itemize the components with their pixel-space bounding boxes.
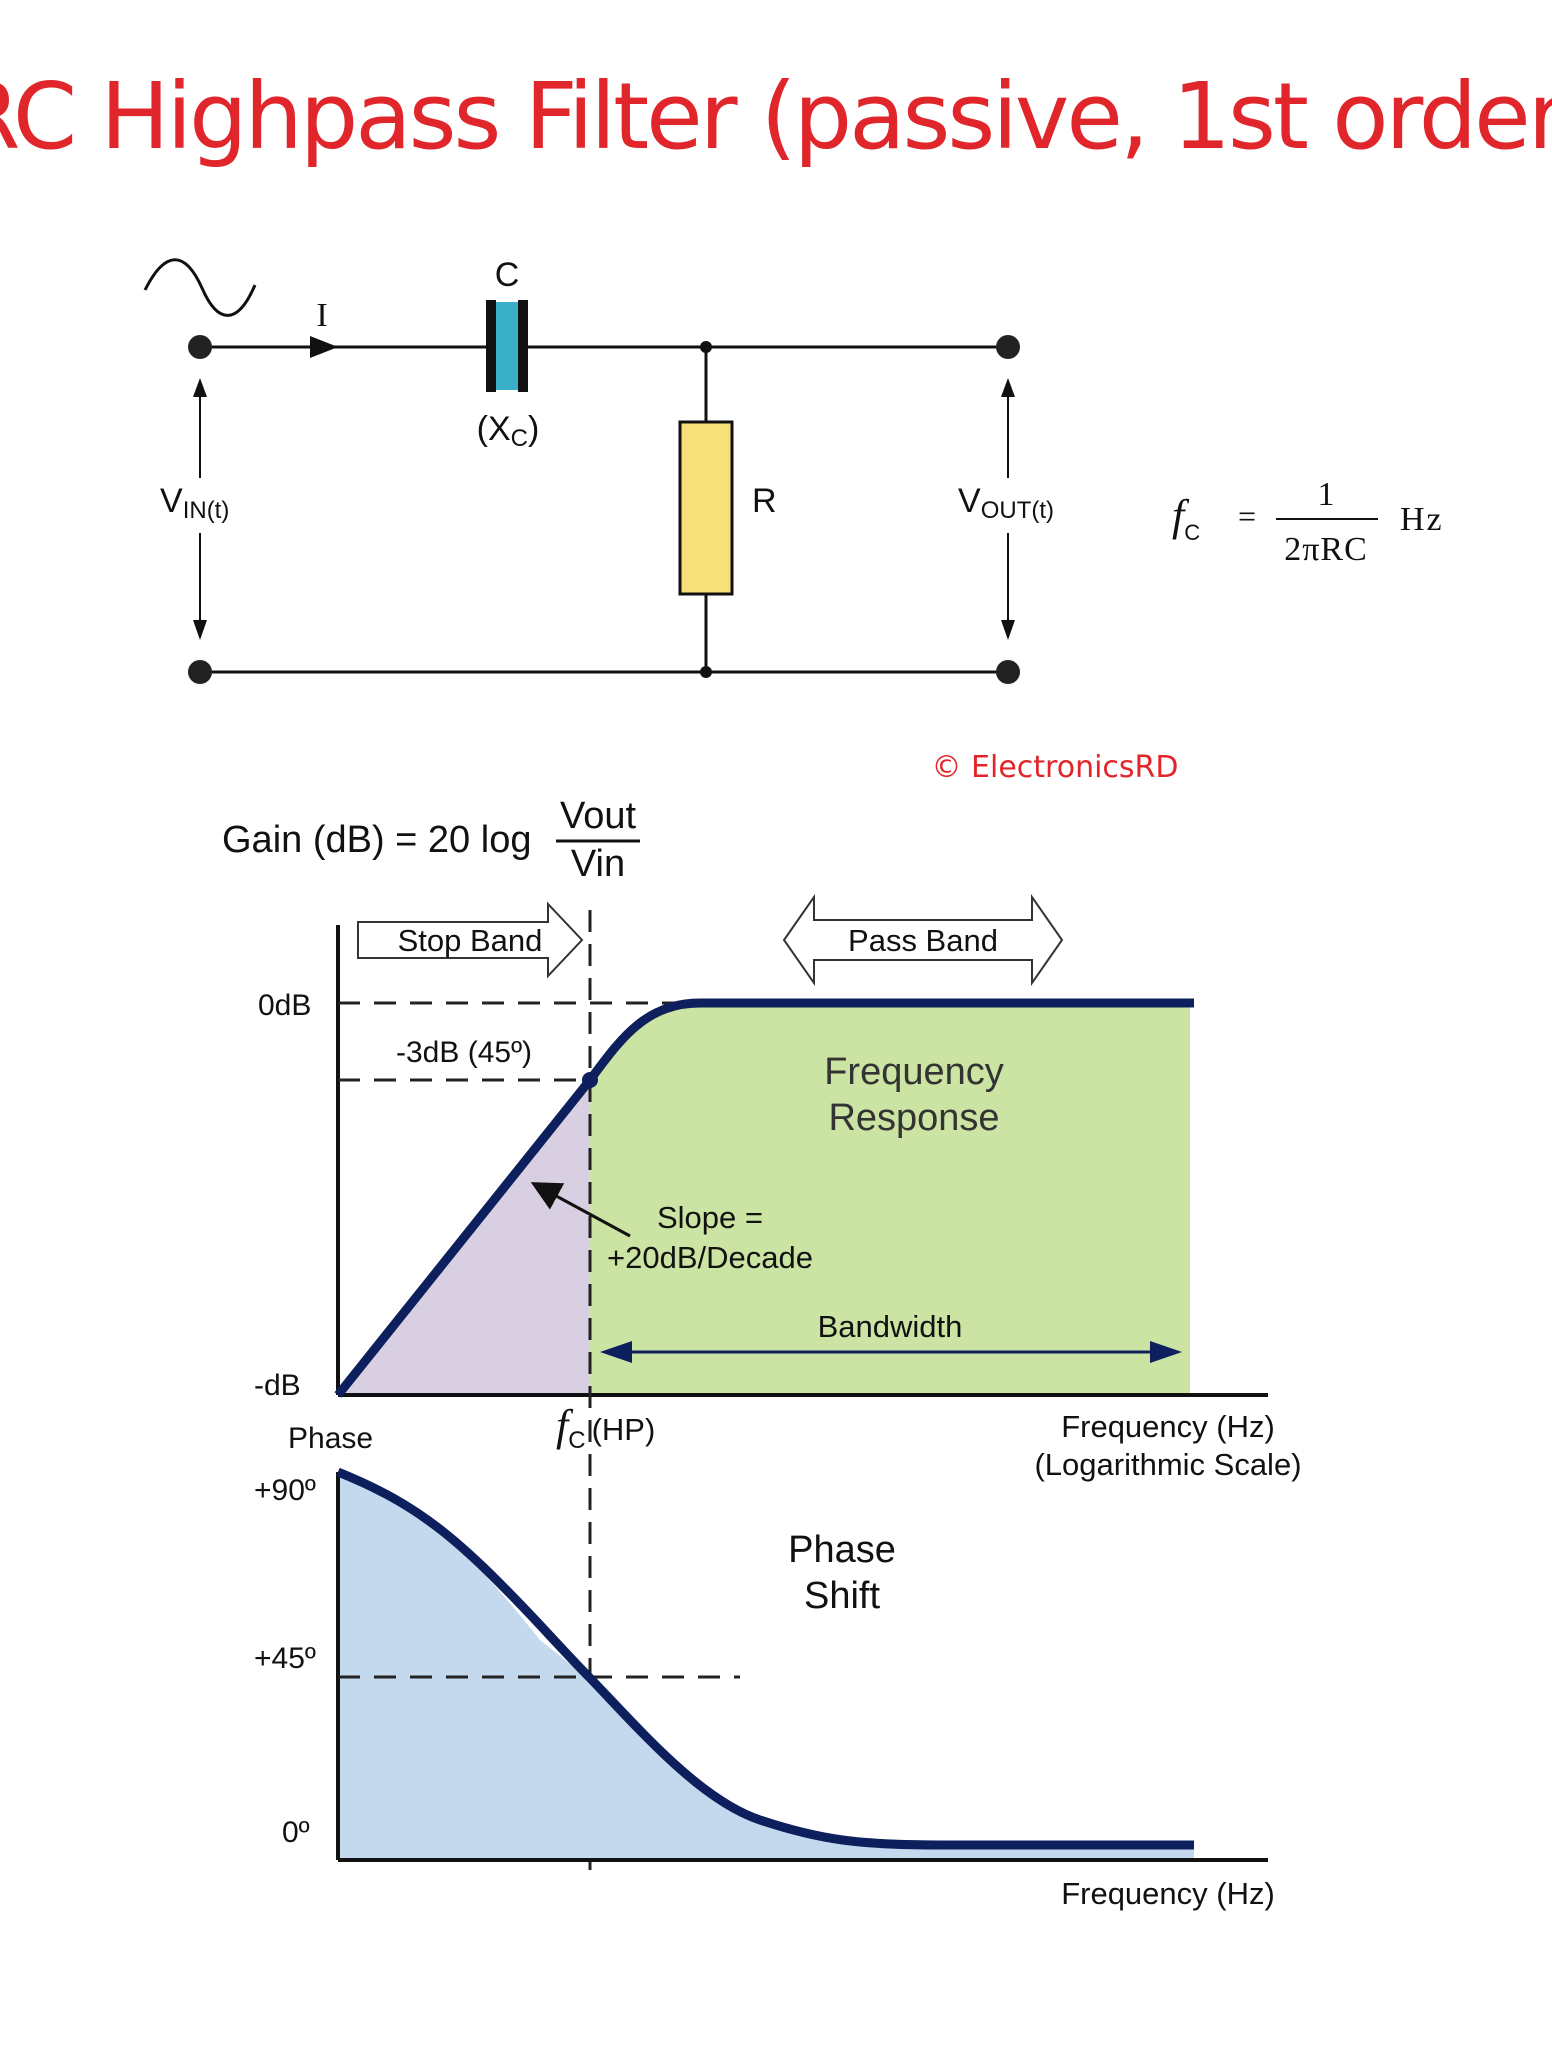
pass-band-arrow-icon [782, 893, 1064, 987]
output-terminal-bottom [996, 660, 1020, 684]
gain-equation-denominator: Vin [571, 843, 625, 885]
vin-arrow-icon [193, 378, 207, 640]
gain-y-tick-0db: 0dB [258, 989, 311, 1022]
formula-equals: = [1238, 498, 1256, 534]
cutoff-point-marker [582, 1072, 598, 1088]
input-terminal-bottom [188, 660, 212, 684]
pass-band-label: Pass Band [848, 923, 998, 958]
frequency-response-label-line1: Frequency [824, 1051, 1004, 1093]
gain-equation-lhs: Gain (dB) = 20 log [222, 819, 531, 861]
formula-lhs: fC [1172, 491, 1200, 545]
slope-pointer-arrow-icon [530, 1182, 631, 1238]
circuit-schematic: I C (XC) R VIN(t) [143, 256, 1054, 684]
phase-shift-label-line2: Shift [804, 1575, 880, 1617]
capacitor-reactance-label: (XC) [477, 410, 540, 452]
formula-unit: Hz [1400, 501, 1444, 538]
frequency-response-label-line2: Response [828, 1097, 999, 1139]
current-arrow-icon [310, 336, 338, 358]
bandwidth-label: Bandwidth [818, 1309, 963, 1344]
bandwidth-arrow-icon [600, 1341, 1182, 1363]
copyright-notice: © ElectronicsRD [932, 750, 1179, 785]
stop-band-label: Stop Band [398, 923, 543, 958]
page-title: RC Highpass Filter (passive, 1st order) [0, 63, 1552, 170]
gain-x-axis-label-line1: Frequency (Hz) [1061, 1409, 1275, 1444]
gain-response-curve [334, 998, 1194, 1398]
phase-y-tick-45: +45º [254, 1642, 316, 1675]
vin-label: VIN(t) [160, 482, 229, 524]
cutoff-frequency-label: fC(HP) [556, 1401, 655, 1454]
phase-response-curve [336, 1467, 1194, 1850]
phase-y-tick-0: 0º [282, 1816, 310, 1849]
capacitor [486, 300, 528, 392]
input-terminal-top [188, 335, 212, 359]
output-terminal-top [996, 335, 1020, 359]
phase-plot: Phase +90º +45º 0º Phase Shift Frequency… [254, 1422, 1275, 1911]
phase-y-tick-90: +90º [254, 1474, 316, 1507]
slope-label-line1: Slope = [657, 1200, 763, 1235]
ac-source-icon [143, 258, 257, 317]
passband-fill [590, 1003, 1190, 1395]
cutoff-formula: fC = 1 2πRC Hz [1172, 476, 1444, 568]
phase-shift-label-line1: Phase [788, 1529, 896, 1571]
phase-x-axis-label: Frequency (Hz) [1061, 1876, 1275, 1911]
current-label: I [316, 297, 327, 334]
resistor [678, 420, 734, 596]
phase-shift-fill [338, 1472, 1194, 1860]
vout-label: VOUT(t) [958, 482, 1054, 524]
phase-axis-title: Phase [288, 1422, 373, 1455]
stop-band-arrow-icon [357, 901, 584, 979]
slope-label-line2: +20dB/Decade [607, 1240, 813, 1275]
gain-y-tick-minus-db: -dB [254, 1369, 301, 1402]
minus3db-label: -3dB (45º) [396, 1036, 532, 1069]
formula-denominator: 2πRC [1284, 531, 1368, 568]
formula-numerator: 1 [1318, 476, 1335, 513]
gain-equation: Gain (dB) = 20 log Vout Vin [222, 795, 640, 885]
capacitor-label: C [495, 256, 520, 294]
vout-arrow-icon [1001, 378, 1015, 640]
gain-x-axis-label-line2: (Logarithmic Scale) [1034, 1447, 1301, 1482]
gain-plot: 0dB -dB -3dB (45º) Stop Band Pass Band F… [254, 893, 1302, 1870]
resistor-label: R [752, 482, 777, 520]
gain-equation-numerator: Vout [560, 795, 637, 837]
